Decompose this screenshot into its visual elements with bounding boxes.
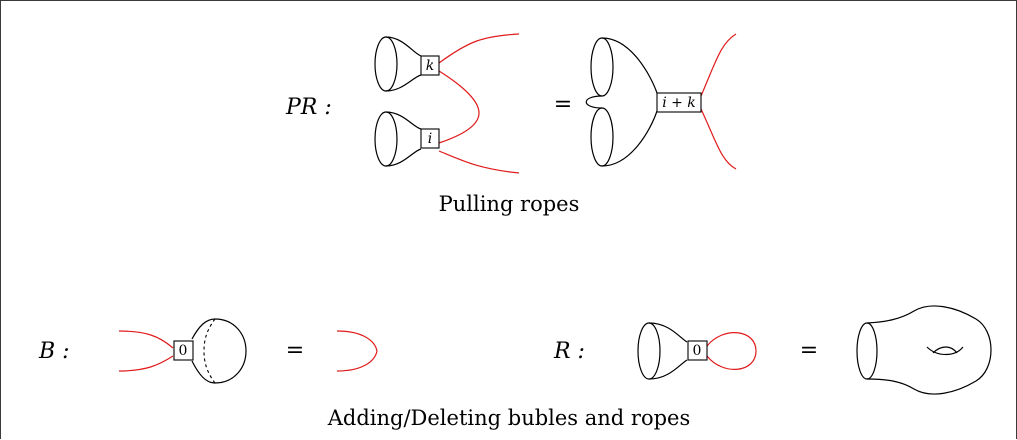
pulling-ropes-rule: PR : k i = — [285, 33, 737, 216]
rope-rule: R : 0 = — [553, 305, 992, 395]
bottom-caption: Adding/Deleting bubles and ropes — [327, 406, 691, 430]
b-equals: = — [286, 338, 304, 363]
r-equals: = — [800, 338, 818, 363]
r-label: R : — [553, 339, 585, 364]
pr-label: PR : — [285, 95, 332, 120]
box-i-label: i — [428, 131, 432, 147]
pr-bottom-cobordism: i — [374, 111, 520, 174]
box-i-plus-k-label: i + k — [662, 95, 696, 111]
bubble-rule: B : 0 = — [38, 318, 378, 384]
rope-loop-cobordism: 0 — [637, 322, 757, 380]
bubble-box-label: 0 — [179, 343, 188, 359]
pr-equals: = — [554, 92, 572, 117]
b-label: B : — [38, 339, 70, 364]
pulling-ropes-caption: Pulling ropes — [439, 192, 580, 216]
rope-box-label: 0 — [693, 343, 702, 359]
pr-merged-cobordism: i + k — [585, 33, 737, 170]
box-k-label: k — [426, 58, 434, 74]
pr-top-cobordism: k — [374, 33, 520, 144]
bubble-cobordism: 0 — [118, 318, 247, 384]
torus-surface — [856, 305, 992, 395]
bubble-result-rope — [336, 330, 378, 372]
